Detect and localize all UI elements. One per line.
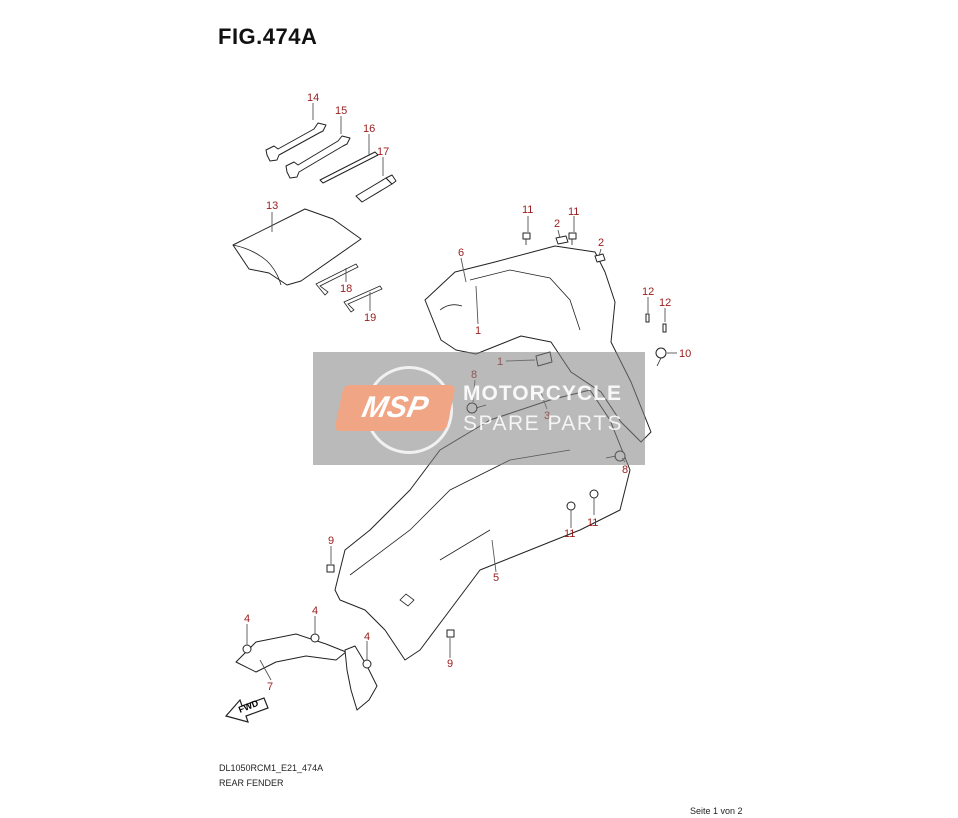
callout-16: 16 — [363, 123, 375, 135]
bolt-11-lower-b — [566, 501, 576, 511]
callout-9-a: 9 — [328, 535, 334, 547]
callout-19: 19 — [364, 312, 376, 324]
callout-2-a: 2 — [554, 218, 560, 230]
callout-4-c: 4 — [364, 631, 370, 643]
callout-14: 14 — [307, 92, 319, 104]
callout-11-top-a: 11 — [522, 204, 533, 216]
nut-9-b — [446, 629, 455, 638]
callout-8-b: 8 — [622, 464, 628, 476]
callout-11-top-b: 11 — [568, 206, 579, 218]
pin-12-b — [662, 323, 667, 333]
watermark: MSP MOTORCYCLE SPARE PARTS — [313, 352, 645, 465]
pin-12-a — [645, 313, 650, 323]
callout-7: 7 — [267, 681, 273, 693]
callout-11-lower-b: 11 — [564, 528, 575, 540]
page-footer: Seite 1 von 2 — [690, 806, 743, 816]
screwdriver-handle-17-part — [355, 174, 397, 203]
model-code: DL1050RCM1_E21_474A — [219, 763, 324, 773]
screw-10 — [655, 347, 667, 367]
bolt-4-c — [362, 659, 372, 669]
screwdriver-shaft-16-part — [319, 151, 379, 184]
callout-2-b: 2 — [598, 237, 604, 249]
fwd-arrow-icon: FWD — [224, 697, 269, 723]
bolt-11-upper-a — [522, 232, 531, 245]
callout-5: 5 — [493, 572, 499, 584]
callout-1-a: 1 — [475, 325, 481, 337]
callout-13: 13 — [266, 200, 278, 212]
callout-11-lower-a: 11 — [587, 517, 598, 529]
callout-10: 10 — [679, 348, 691, 360]
callout-15: 15 — [335, 105, 347, 117]
watermark-line-2: SPARE PARTS — [463, 412, 624, 435]
callout-numbers: 14 15 16 17 13 18 19 11 2 11 2 6 1 12 12… — [244, 92, 691, 693]
watermark-logo: MSP — [334, 385, 456, 431]
hex-key-18-part — [315, 263, 359, 296]
callout-12-a: 12 — [642, 286, 654, 298]
figure-title: FIG.474A — [218, 24, 318, 49]
bolt-4-b — [310, 633, 320, 643]
tool-bag-13-part — [232, 208, 362, 286]
callout-4-a: 4 — [244, 613, 250, 625]
diagram-caption: REAR FENDER — [219, 778, 284, 788]
wrench-15-part — [285, 135, 351, 179]
callout-4-b: 4 — [312, 605, 318, 617]
bolt-11-upper-b — [568, 232, 577, 245]
wrench-14-part — [265, 122, 327, 162]
callout-6: 6 — [458, 247, 464, 259]
bolt-11-lower-a — [589, 489, 599, 499]
callout-9-b: 9 — [447, 658, 453, 670]
callout-17: 17 — [377, 146, 389, 158]
lower-fender-7-part — [235, 633, 378, 711]
watermark-line-1: MOTORCYCLE — [463, 382, 622, 405]
clip-2-a — [555, 235, 569, 245]
clip-2-b — [594, 253, 606, 263]
nut-9-a — [326, 564, 335, 573]
callout-12-b: 12 — [659, 297, 671, 309]
hex-key-19-part — [343, 285, 383, 313]
callout-18: 18 — [340, 283, 352, 295]
bolt-4-a — [242, 644, 252, 654]
